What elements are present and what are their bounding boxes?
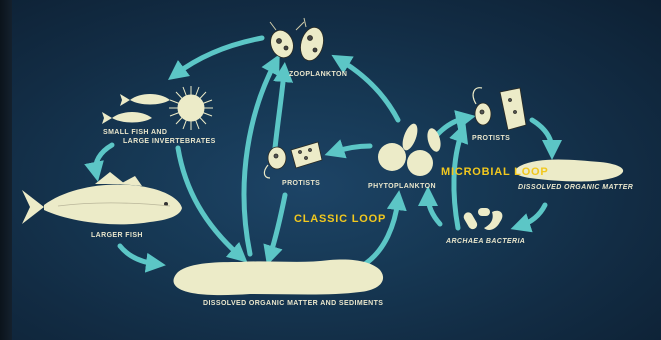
arrow-protists-to-zooplankton	[275, 72, 284, 148]
bacteria-icon	[462, 208, 502, 231]
classic-loop-label: CLASSIC LOOP	[294, 213, 386, 225]
sediment-blob-icon	[174, 259, 384, 295]
large-invertebrates-label: LARGE INVERTEBRATES	[123, 137, 216, 146]
zooplankton-label: ZOOPLANKTON	[289, 70, 347, 79]
protist-right-icon	[473, 88, 526, 130]
larger-fish-icon	[22, 172, 182, 224]
arrow-smallfish-to-sediment	[178, 148, 240, 256]
arrow-protists-to-sediment	[270, 195, 285, 256]
protists-right-label: PROTISTS	[472, 134, 510, 143]
arrow-archaea-to-phytoplankton	[428, 196, 440, 224]
dissolved-organic-matter-label: DISSOLVED ORGANIC MATTER	[518, 183, 633, 192]
larger-fish-label: LARGER FISH	[91, 231, 143, 240]
arrow-sediment-to-phytoplankton	[365, 200, 398, 264]
fish-icon	[102, 94, 170, 124]
small-fish-label: SMALL FISH AND	[103, 128, 167, 137]
arrow-phytoplankton-to-zooplankton	[340, 60, 398, 120]
arrow-protists-to-dom	[532, 120, 552, 150]
arrow-archaea-to-protists	[454, 132, 462, 228]
protists-left-label: PROTISTS	[282, 179, 320, 188]
microbial-loop-label: MICROBIAL LOOP	[441, 166, 549, 178]
arrow-zooplankton-to-smallfish	[176, 38, 262, 74]
phytoplankton-icon	[378, 122, 443, 176]
archaea-bacteria-label: ARCHAEA BACTERIA	[446, 237, 525, 246]
arrow-smallfish-to-largerfish	[96, 145, 112, 172]
arrow-dom-to-archaea	[520, 205, 545, 226]
arrow-phytoplankton-to-protists	[334, 146, 370, 152]
urchin-icon	[169, 86, 213, 130]
phytoplankton-label: PHYTOPLANKTON	[368, 182, 436, 191]
zooplankton-icon	[267, 18, 327, 63]
dom-sediments-label: DISSOLVED ORGANIC MATTER AND SEDIMENTS	[203, 299, 383, 308]
arrow-largerfish-to-sediment	[120, 246, 156, 264]
